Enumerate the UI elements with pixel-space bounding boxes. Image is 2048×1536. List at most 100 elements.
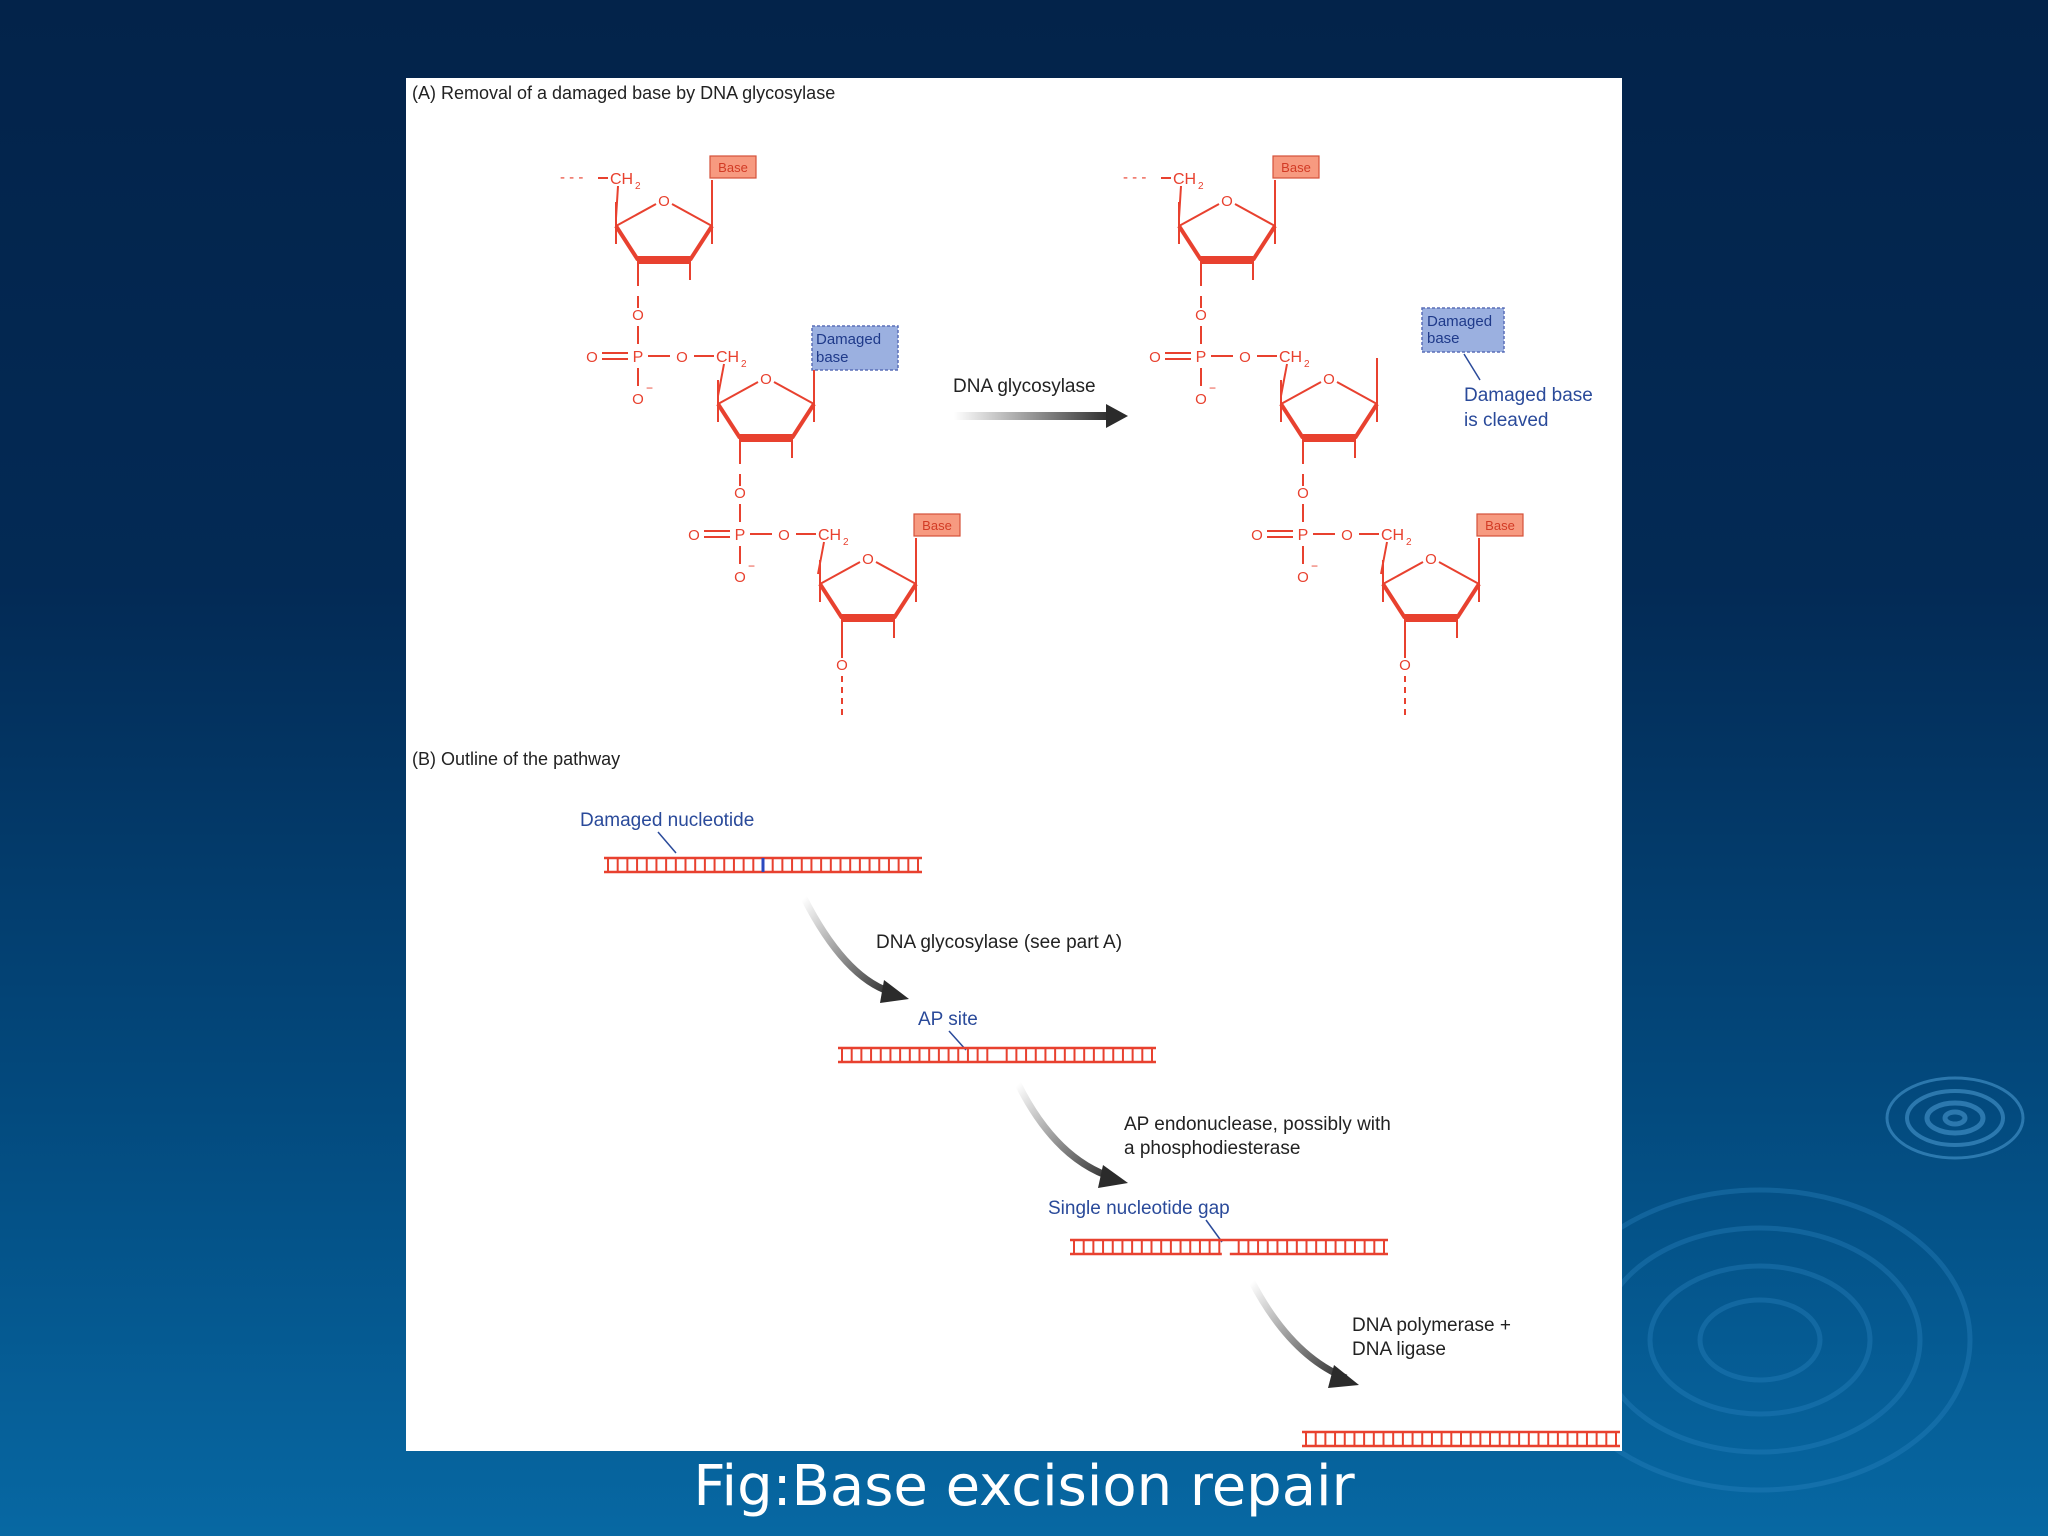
ring-bond (614, 224, 640, 262)
ring-bond (875, 561, 917, 585)
ring-bond (773, 381, 815, 405)
cleaved-damaged-base: Damaged base Damaged base is cleaved (1421, 307, 1593, 431)
step1-label: DNA glycosylase (see part A) (876, 932, 1122, 953)
base-label: Base (922, 518, 952, 533)
oxygen-label: O (1195, 307, 1207, 324)
ring-oxygen-label: O (1221, 193, 1233, 210)
double-bond-oxygen-label: O (1251, 527, 1263, 544)
dna-duplex-repaired (1302, 1430, 1620, 1448)
ester-oxygen-label: O (1341, 527, 1353, 544)
panel-a-title: (A) Removal of a damaged base by DNA gly… (412, 83, 835, 103)
ch2-subscript: 2 (1304, 359, 1310, 370)
figure-canvas: (A) Removal of a damaged base by DNA gly… (412, 83, 1620, 1448)
ring-bond (1280, 381, 1322, 405)
anionic-oxygen-label: O (734, 569, 746, 586)
damaged-base-box (811, 325, 899, 371)
pathway-arrow-1 (800, 896, 909, 1003)
cleaved-damaged-base-text-1: Damaged (1427, 313, 1492, 330)
ester-oxygen-label: O (778, 527, 790, 544)
deoxyribose-sugar: O Base (1177, 155, 1320, 286)
ring-bond (1381, 582, 1407, 620)
ch2-label: CH (610, 171, 633, 188)
ring-oxygen-label: O (658, 193, 670, 210)
negative-charge: − (1209, 381, 1216, 395)
dna-duplex-damaged (604, 856, 922, 874)
ring-oxygen-label: O (760, 371, 772, 388)
ring-bond (1455, 582, 1481, 620)
anionic-oxygen-label: O (1297, 569, 1309, 586)
glycosylase-arrow-label: DNA glycosylase (953, 376, 1096, 397)
pathway-arrow-2 (1014, 1082, 1128, 1188)
ring-oxygen-label: O (1425, 551, 1437, 568)
ch2-subscript: 2 (635, 181, 641, 192)
anionic-oxygen-label: O (1195, 391, 1207, 408)
double-bond-oxygen-label: O (688, 527, 700, 544)
base-box (1272, 155, 1320, 179)
base-label: Base (1281, 160, 1311, 175)
ring-bond (1382, 561, 1424, 585)
ring-bond (1234, 203, 1276, 227)
phosphorus-label: P (735, 527, 746, 544)
ring-bond (818, 582, 844, 620)
cleaved-label-line-2: is cleaved (1464, 410, 1549, 431)
step2-label-line-2: a phosphodiesterase (1124, 1138, 1300, 1159)
ring-bond (1279, 402, 1305, 440)
step3-label-line-2: DNA ligase (1352, 1339, 1446, 1360)
damaged-base-text-2: base (816, 349, 849, 366)
chain-continuation: - - - (1123, 169, 1146, 186)
step3-label-line-1: DNA polymerase + (1352, 1315, 1511, 1336)
ring-bond (790, 402, 816, 440)
ring-bond (892, 582, 918, 620)
phosphorus-label: P (1298, 527, 1309, 544)
ch2-label: CH (1173, 171, 1196, 188)
negative-charge: − (646, 381, 653, 395)
damaged-base-text-1: Damaged (816, 331, 881, 348)
glycosylase-reaction-arrow: DNA glycosylase (953, 376, 1128, 428)
gap-label: Single nucleotide gap (1048, 1198, 1230, 1219)
ring-bond (716, 402, 742, 440)
base-box (913, 513, 961, 537)
ring-bond (1336, 381, 1378, 405)
ring-bond (688, 224, 714, 262)
nucleotide-middle: O (1279, 358, 1379, 464)
ch2-label: CH (716, 349, 739, 366)
ch2-label: CH (818, 527, 841, 544)
negative-charge: − (748, 559, 755, 573)
phosphorus-label: P (1196, 349, 1207, 366)
damaged-nucleotide-label: Damaged nucleotide (580, 810, 754, 831)
dna-duplex-gap (1070, 1238, 1388, 1256)
base-box (709, 155, 757, 179)
oxygen-label: O (734, 485, 746, 502)
double-bond-oxygen-label: O (1149, 349, 1161, 366)
ester-oxygen-label: O (676, 349, 688, 366)
cleaved-damaged-base-box (1421, 307, 1505, 353)
ch2-label: CH (1381, 527, 1404, 544)
ring-bond (615, 203, 657, 227)
step2-label-line-1: AP endonuclease, possibly with (1124, 1114, 1391, 1135)
ch2-subscript: 2 (741, 359, 747, 370)
phosphorus-label: P (633, 349, 644, 366)
base-box (1476, 513, 1524, 537)
negative-charge: − (1311, 559, 1318, 573)
ester-oxygen-label: O (1239, 349, 1251, 366)
pathway-outline: Damaged nucleotide DNA glycosylase (see … (580, 810, 1620, 1448)
three-prime-oxygen-label: O (836, 657, 848, 674)
anionic-oxygen-label: O (632, 391, 644, 408)
ch2-subscript: 2 (1198, 181, 1204, 192)
deoxyribose-sugar: O (1279, 358, 1379, 464)
dna-duplex-ap-site (838, 1046, 1156, 1064)
